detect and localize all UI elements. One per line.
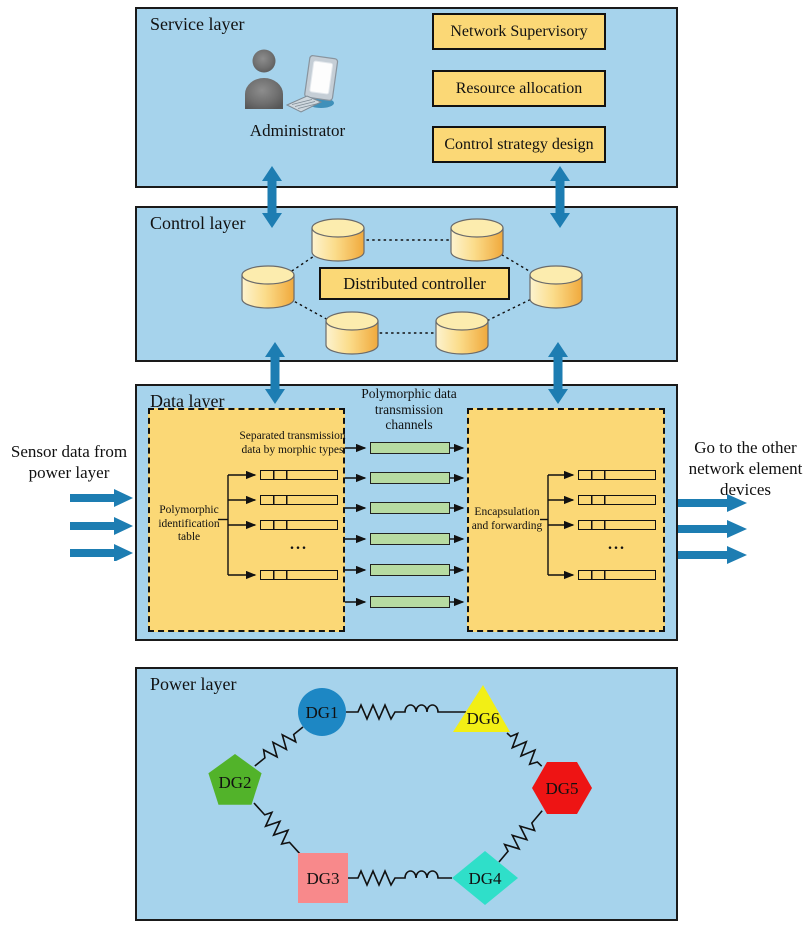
administrator-icons xyxy=(245,49,339,113)
control-strategy-design-box: Control strategy design xyxy=(432,126,606,163)
person-icon xyxy=(245,49,283,109)
control-layer-panel: Control layer xyxy=(135,206,678,362)
db-cylinder-icon xyxy=(241,265,295,309)
data-layer-panel: Data layer Polymorphic data transmission… xyxy=(135,384,678,641)
dg-labels: DG1 DG2 DG3 DG4 DG5 DG6 xyxy=(218,703,578,888)
network-output-label: Go to the other network element devices xyxy=(688,438,803,499)
power-layer-title: Power layer xyxy=(150,674,237,694)
transmission-channel xyxy=(370,564,450,576)
dg2-label: DG2 xyxy=(218,773,251,792)
data-layer-title: Data layer xyxy=(150,391,225,411)
transmission-channel xyxy=(370,502,450,514)
service-layer-title: Service layer xyxy=(150,14,245,34)
separated-data-header: Separated transmission data by morphic t… xyxy=(239,430,346,456)
dg4-label: DG4 xyxy=(468,869,502,888)
distributed-controller-box: Distributed controller xyxy=(319,267,510,300)
packet-queue xyxy=(578,495,656,505)
packet-queue xyxy=(260,520,338,530)
db-cylinder-icon xyxy=(311,218,365,262)
db-cylinder-icon xyxy=(435,311,489,355)
packet-queue xyxy=(260,470,338,480)
power-links xyxy=(253,702,543,888)
microgrid-graphic: DG1 DG2 DG3 DG4 DG5 DG6 xyxy=(208,685,592,905)
dg2-pentagon xyxy=(208,754,262,805)
control-layer-title: Control layer xyxy=(150,213,246,233)
administrator-label: Administrator xyxy=(249,121,346,140)
dg6-label: DG6 xyxy=(466,709,499,728)
network-supervisory-box: Network Supervisory xyxy=(432,13,606,50)
db-cylinder-icon xyxy=(529,265,583,309)
dg3-label: DG3 xyxy=(306,869,339,888)
packet-queue xyxy=(578,470,656,480)
packet-queue xyxy=(260,495,338,505)
sensor-input-label: Sensor data from power layer xyxy=(10,442,128,482)
queues-ellipsis: ... xyxy=(608,536,626,553)
dg1-circle xyxy=(298,688,346,736)
channels-title: Polymorphic data transmission channels xyxy=(361,386,457,432)
db-cylinder-icon xyxy=(450,218,504,262)
computer-icon xyxy=(285,55,339,113)
identification-table-label: Polymorphic identification table xyxy=(158,504,220,543)
service-control-link-arrow xyxy=(262,166,282,228)
network-output-arrows xyxy=(678,494,747,564)
keyboard-icon xyxy=(285,95,323,113)
queues-ellipsis: ... xyxy=(290,536,308,553)
dg6-triangle xyxy=(453,685,510,732)
packet-queue xyxy=(260,570,338,580)
transmission-channel xyxy=(370,442,450,454)
encapsulation-label: Encapsulation and forwarding xyxy=(471,506,543,532)
dg5-hexagon xyxy=(532,762,592,814)
dg4-diamond xyxy=(452,851,518,905)
control-data-link-arrow xyxy=(548,342,568,404)
dg1-label: DG1 xyxy=(305,703,338,722)
control-data-link-arrow xyxy=(265,342,285,404)
dg3-square xyxy=(298,853,348,903)
transmission-channel xyxy=(370,533,450,545)
service-control-link-arrow xyxy=(550,166,570,228)
transmission-channel xyxy=(370,472,450,484)
service-layer-panel: Service layer xyxy=(135,7,678,188)
dg5-label: DG5 xyxy=(545,779,578,798)
transmission-channel xyxy=(370,596,450,608)
power-layer-panel: Power layer xyxy=(135,667,678,921)
data-flow-arrows xyxy=(218,443,575,607)
packet-queue xyxy=(578,570,656,580)
controller-cluster-graphic xyxy=(241,218,583,355)
packet-queue xyxy=(578,520,656,530)
sensor-input-arrows xyxy=(70,489,133,561)
db-cylinder-icon xyxy=(325,311,379,355)
resource-allocation-box: Resource allocation xyxy=(432,70,606,107)
